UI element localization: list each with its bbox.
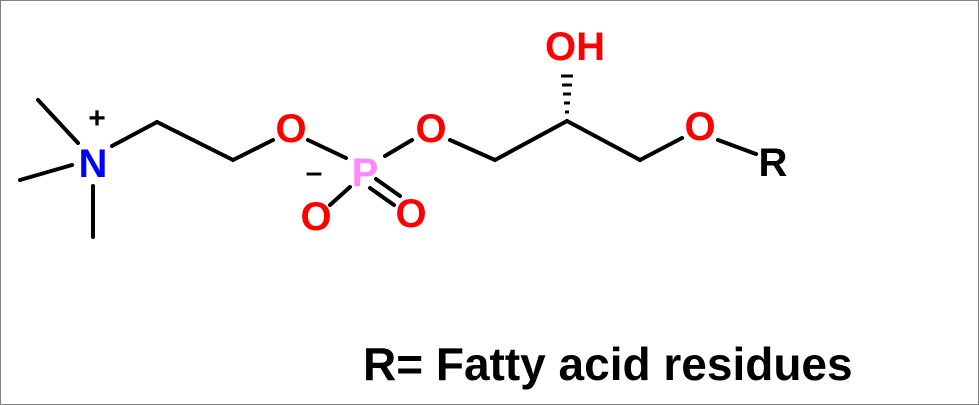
atom-oxygen-anion: O [300, 195, 331, 239]
hashed-wedge-bond [561, 74, 573, 114]
bond-o1-p [306, 138, 348, 160]
bond-p-o2 [383, 138, 414, 158]
atom-r-group: R [759, 141, 788, 185]
bond-methyl-upper [36, 98, 80, 145]
atom-nitrogen: N [79, 142, 108, 186]
atom-oxygen-ester1: O [275, 107, 306, 151]
bond-methyl-left [18, 163, 74, 182]
atom-oxygen-ester2: O [415, 107, 446, 151]
bond-n-c1 [110, 120, 159, 148]
oxygen-anion-charge: – [306, 156, 323, 189]
atom-phosphorus: P [352, 151, 379, 195]
atom-hydroxyl: OH [545, 25, 605, 69]
atom-oxygen-double: O [395, 192, 426, 236]
atom-oxygen-ether: O [684, 105, 715, 149]
bond-o3-r [716, 138, 758, 156]
bond-c5-o3 [638, 136, 684, 162]
bond-c2-o1 [231, 138, 275, 162]
r-group-caption: R= Fatty acid residues [363, 338, 853, 390]
bond-c4-c5 [565, 119, 642, 162]
bonds [18, 98, 758, 239]
bond-p-o-anion [328, 185, 352, 207]
bond-p-o-double-a [374, 177, 402, 198]
bond-o2-c3 [448, 138, 497, 162]
bond-c3-c4 [493, 119, 569, 162]
bond-p-o-double-b [368, 186, 396, 207]
nitrogen-charge: + [88, 102, 106, 135]
bond-c1-c2 [155, 120, 235, 162]
